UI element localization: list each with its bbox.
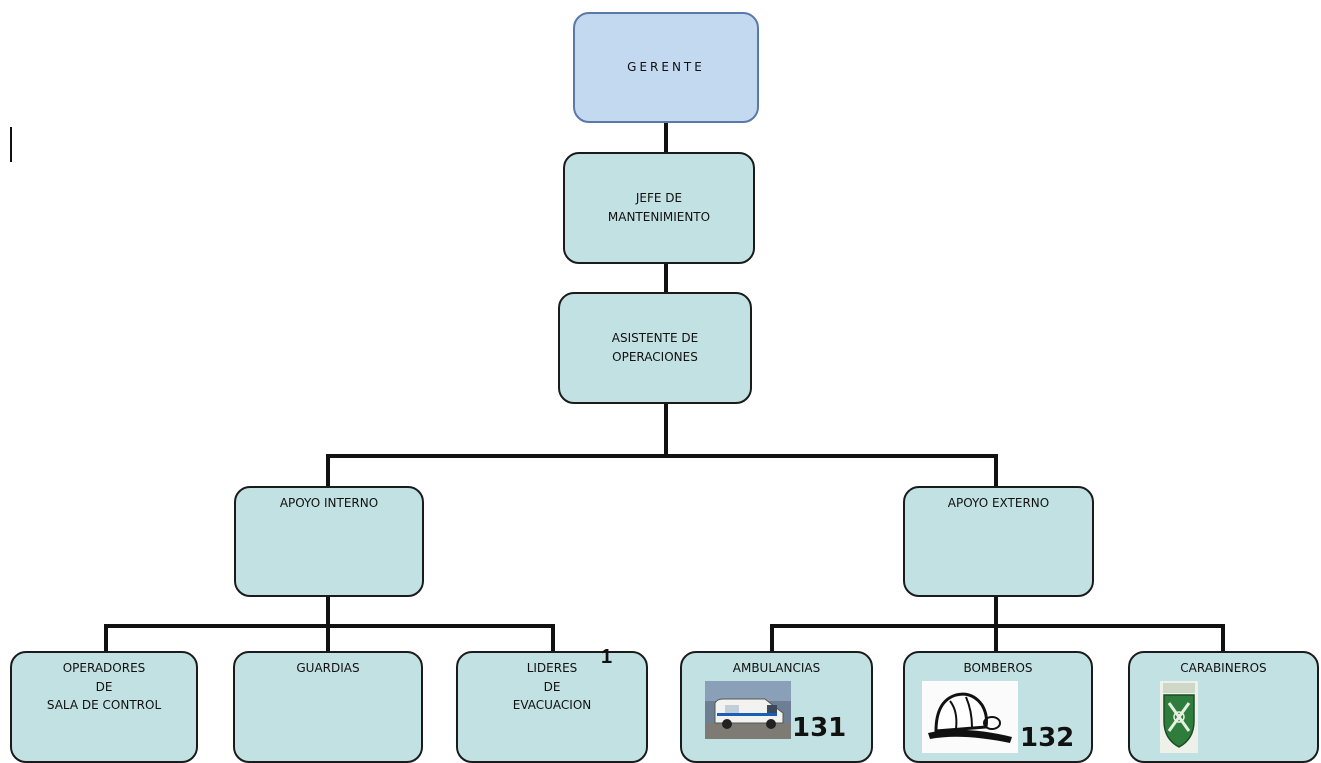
- connector-to-operadores: [104, 624, 108, 652]
- node-carabineros[interactable]: CARABINEROS: [1128, 651, 1319, 763]
- node-operadores-line-3: SALA DE CONTROL: [46, 698, 162, 713]
- node-jefe-line-2: MANTENIMIENTO: [607, 210, 711, 224]
- node-jefe-mantenimiento[interactable]: JEFE DE MANTENIMIENTO: [563, 152, 755, 264]
- node-operadores-line-1: OPERADORES: [62, 661, 146, 675]
- node-asistente-line-1: ASISTENTE DE: [611, 331, 699, 346]
- connector-apoyo-bus: [326, 454, 998, 458]
- node-lideres[interactable]: LIDERES DE EVACUACION: [456, 651, 648, 763]
- node-lideres-line-1: LIDERES: [526, 661, 578, 675]
- node-bomberos-label: BOMBEROS: [963, 661, 1033, 675]
- node-ambulancias-label: AMBULANCIAS: [732, 661, 821, 675]
- node-apoyo-interno-label: APOYO INTERNO: [279, 496, 379, 510]
- connector-bus-interno: [326, 454, 330, 488]
- connector-interno-down: [326, 596, 330, 628]
- connector-bus-externo: [994, 454, 998, 488]
- text-cursor: [10, 127, 12, 162]
- node-asistente-operaciones[interactable]: ASISTENTE DE OPERACIONES: [558, 292, 752, 404]
- ambulancias-phone: 131: [792, 713, 847, 743]
- node-gerente-label: GERENTE: [627, 60, 705, 75]
- ambulance-icon: [705, 681, 791, 739]
- connector-to-lideres: [551, 624, 555, 652]
- bomberos-phone: 132: [1020, 723, 1075, 753]
- node-apoyo-interno[interactable]: APOYO INTERNO: [234, 486, 424, 597]
- node-apoyo-externo[interactable]: APOYO EXTERNO: [903, 486, 1094, 597]
- carabineros-emblem-icon: [1160, 681, 1198, 753]
- node-lideres-line-2: DE: [543, 679, 561, 694]
- node-gerente[interactable]: GERENTE: [573, 12, 759, 123]
- connector-externo-down: [994, 596, 998, 628]
- node-asistente-line-2: OPERACIONES: [612, 350, 698, 364]
- node-operadores[interactable]: OPERADORES DE SALA DE CONTROL: [10, 651, 198, 763]
- node-jefe-line-1: JEFE DE: [635, 191, 683, 206]
- connector-to-bomberos: [994, 624, 998, 652]
- node-apoyo-externo-label: APOYO EXTERNO: [947, 496, 1050, 510]
- firefighter-helmet-icon: [922, 681, 1018, 753]
- marker-number: 1: [601, 646, 613, 668]
- connector-asistente-bus: [664, 403, 668, 458]
- connector-to-ambulancias: [770, 624, 774, 652]
- connector-jefe-asistente: [664, 263, 668, 295]
- connector-gerente-jefe: [664, 122, 668, 154]
- node-carabineros-label: CARABINEROS: [1180, 661, 1267, 675]
- node-guardias[interactable]: GUARDIAS: [233, 651, 423, 763]
- connector-to-carabineros: [1221, 624, 1225, 652]
- node-operadores-line-2: DE: [95, 679, 113, 694]
- node-lideres-line-3: EVACUACION: [512, 698, 592, 713]
- node-guardias-label: GUARDIAS: [296, 661, 360, 675]
- connector-to-guardias: [326, 624, 330, 652]
